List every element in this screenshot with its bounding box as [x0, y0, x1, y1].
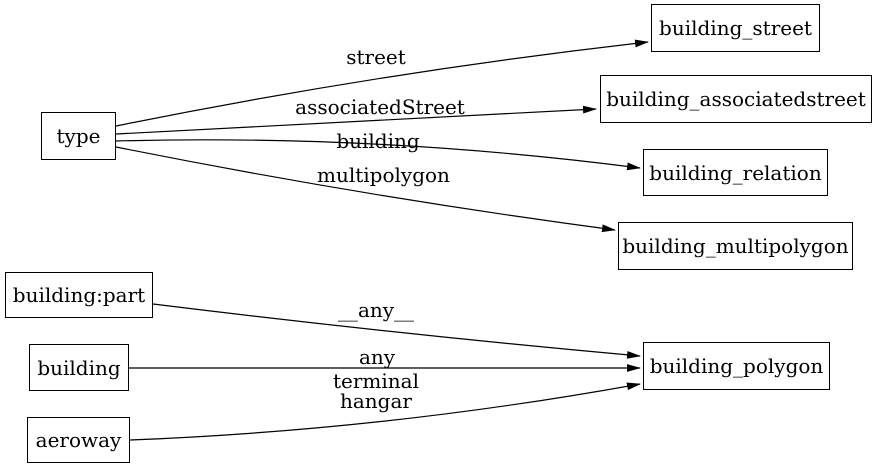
edge-label-any-building: __any__ — [338, 345, 416, 369]
node-type: type — [41, 112, 116, 160]
node-building-multipolygon-label: building_multipolygon — [622, 234, 849, 258]
node-building-part-label: building:part — [12, 283, 146, 307]
edge-type-building_street — [115, 39, 649, 127]
node-building-relation: building_relation — [643, 149, 828, 196]
edge-label-building: building — [336, 129, 420, 153]
edge-label-street: street — [346, 45, 406, 69]
node-building-polygon-label: building_polygon — [649, 354, 824, 378]
node-building-street: building_street — [651, 4, 820, 52]
node-building-polygon: building_polygon — [643, 342, 830, 390]
node-building-street-label: building_street — [659, 16, 812, 40]
node-building-label: building — [37, 355, 121, 380]
edge-label-terminal-hangar: terminal hangar — [333, 369, 419, 413]
node-building: building — [29, 344, 129, 391]
edge-type-building_relation — [115, 139, 641, 171]
node-building-associatedstreet: building_associatedstreet — [600, 75, 872, 123]
node-building-associatedstreet-label: building_associatedstreet — [606, 87, 866, 111]
edge-label-any-buildingpart: __any__ — [337, 298, 415, 322]
edge-buildingpart-building_polygon — [152, 303, 641, 359]
node-building-part: building:part — [5, 272, 153, 318]
edge-label-multipolygon: multipolygon — [317, 163, 450, 187]
edge-aeroway-building_polygon — [129, 382, 641, 441]
node-type-label: type — [56, 124, 101, 148]
edge-label-associatedstreet: associatedStreet — [295, 95, 465, 119]
edge-type-building_associatedstreet — [115, 105, 597, 135]
node-aeroway: aeroway — [27, 417, 130, 463]
node-building-relation-label: building_relation — [649, 160, 822, 185]
node-building-multipolygon: building_multipolygon — [618, 222, 853, 270]
node-aeroway-label: aeroway — [35, 428, 122, 452]
edge-type-building_multipolygon — [115, 146, 616, 233]
